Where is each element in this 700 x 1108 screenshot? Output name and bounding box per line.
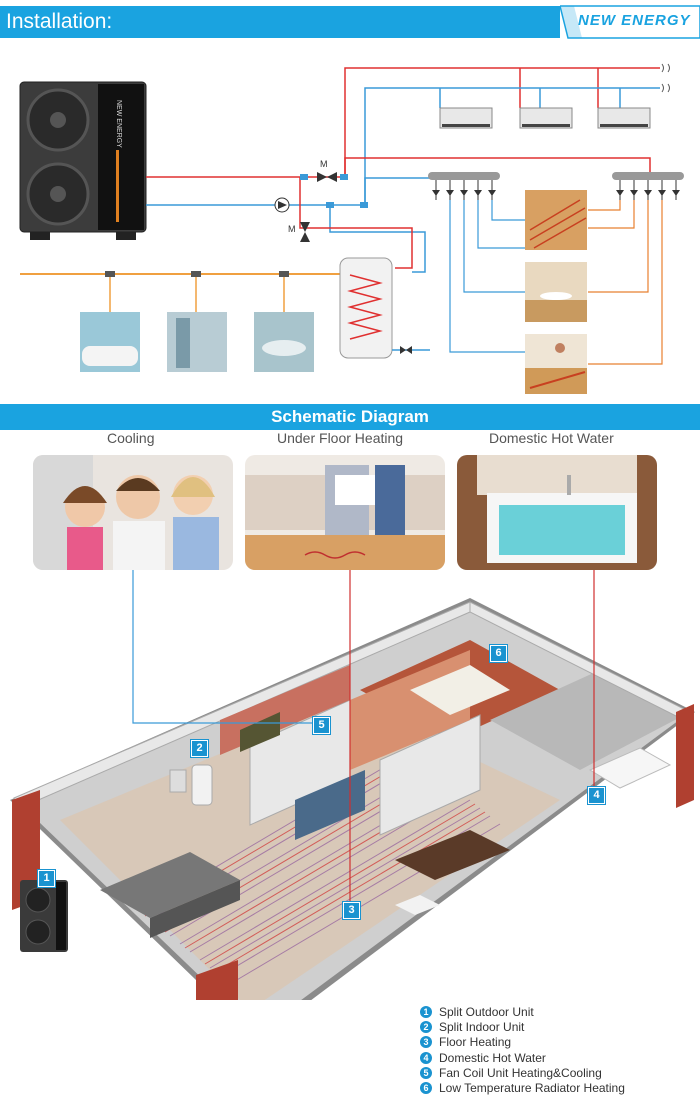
manifold-right: [612, 172, 684, 180]
legend-label: Domestic Hot Water: [439, 1050, 546, 1065]
shower-image: [167, 312, 227, 372]
house-floor-plan: [10, 570, 695, 1000]
schematic-title: Schematic Diagram: [271, 407, 429, 426]
header: Installation: NEW ENERGY: [0, 0, 700, 42]
legend-label: Fan Coil Unit Heating&Cooling: [439, 1065, 602, 1080]
legend-number: 3: [420, 1036, 432, 1049]
caption-cooling: Cooling: [107, 430, 155, 446]
floor-heating-photo: [245, 455, 445, 570]
legend-item: 2 Split Indoor Unit: [420, 1019, 625, 1034]
page-title: Installation:: [6, 10, 113, 33]
floor-heating-image-1: [525, 190, 587, 250]
marker-2: 2: [191, 740, 208, 757]
legend-item: 5 Fan Coil Unit Heating&Cooling: [420, 1065, 625, 1080]
legend-label: Low Temperature Radiator Heating: [439, 1081, 625, 1096]
legend-number: 6: [420, 1082, 432, 1095]
fan-coil-units: [439, 107, 651, 129]
installation-diagram: NEW ENERGY M M: [19, 63, 684, 394]
legend-number: 5: [420, 1066, 432, 1079]
floor-heating-image-3: [525, 334, 587, 394]
valve-label-2: M: [288, 224, 296, 234]
outdoor-unit-brand: NEW ENERGY: [115, 100, 122, 148]
legend-item: 4 Domestic Hot Water: [420, 1050, 625, 1065]
floor-heating-image-2: [525, 262, 587, 322]
brand-name: NEW ENERGY: [578, 12, 691, 29]
legend-label: Floor Heating: [439, 1035, 512, 1050]
legend-number: 4: [420, 1051, 432, 1064]
cooling-photo: [33, 455, 233, 570]
marker-4: 4: [588, 787, 605, 804]
marker-1: 1: [38, 870, 55, 887]
manifold-left: [428, 172, 500, 180]
brand-logo-shape: [560, 5, 700, 39]
hot-supply-pipe: [146, 67, 660, 178]
caption-floor-heating: Under Floor Heating: [277, 430, 404, 446]
bath-image: [80, 312, 140, 372]
cooling-line: [132, 570, 314, 724]
legend: 1 Split Outdoor Unit 2 Split Indoor Unit 3…: [420, 1004, 625, 1096]
legend-item: 1 Split Outdoor Unit: [420, 1004, 625, 1019]
motor-valve-1: [317, 172, 337, 182]
marker-3: 3: [343, 902, 360, 919]
outdoor-unit: [19, 81, 147, 240]
legend-label: Split Outdoor Unit: [439, 1004, 534, 1019]
legend-item: 3 Floor Heating: [420, 1035, 625, 1050]
schematic-bar: [0, 404, 700, 430]
hot-water-tank: [339, 257, 393, 359]
hot-water-photo: [457, 455, 657, 570]
motor-valve-2: [300, 222, 310, 242]
caption-hot-water: Domestic Hot Water: [489, 430, 614, 446]
legend-number: 2: [420, 1020, 432, 1033]
pump: [274, 197, 290, 213]
marker-6: 6: [490, 645, 507, 662]
marker-5: 5: [313, 717, 330, 734]
outdoor-unit-small: [20, 880, 68, 952]
header-bar: [0, 6, 560, 38]
legend-item: 6 Low Temperature Radiator Heating: [420, 1080, 625, 1095]
legend-label: Split Indoor Unit: [439, 1019, 525, 1034]
valve-label-1: M: [320, 159, 328, 169]
sink-image: [254, 312, 314, 372]
legend-number: 1: [420, 1005, 432, 1018]
cold-return-pipe: [146, 87, 660, 206]
